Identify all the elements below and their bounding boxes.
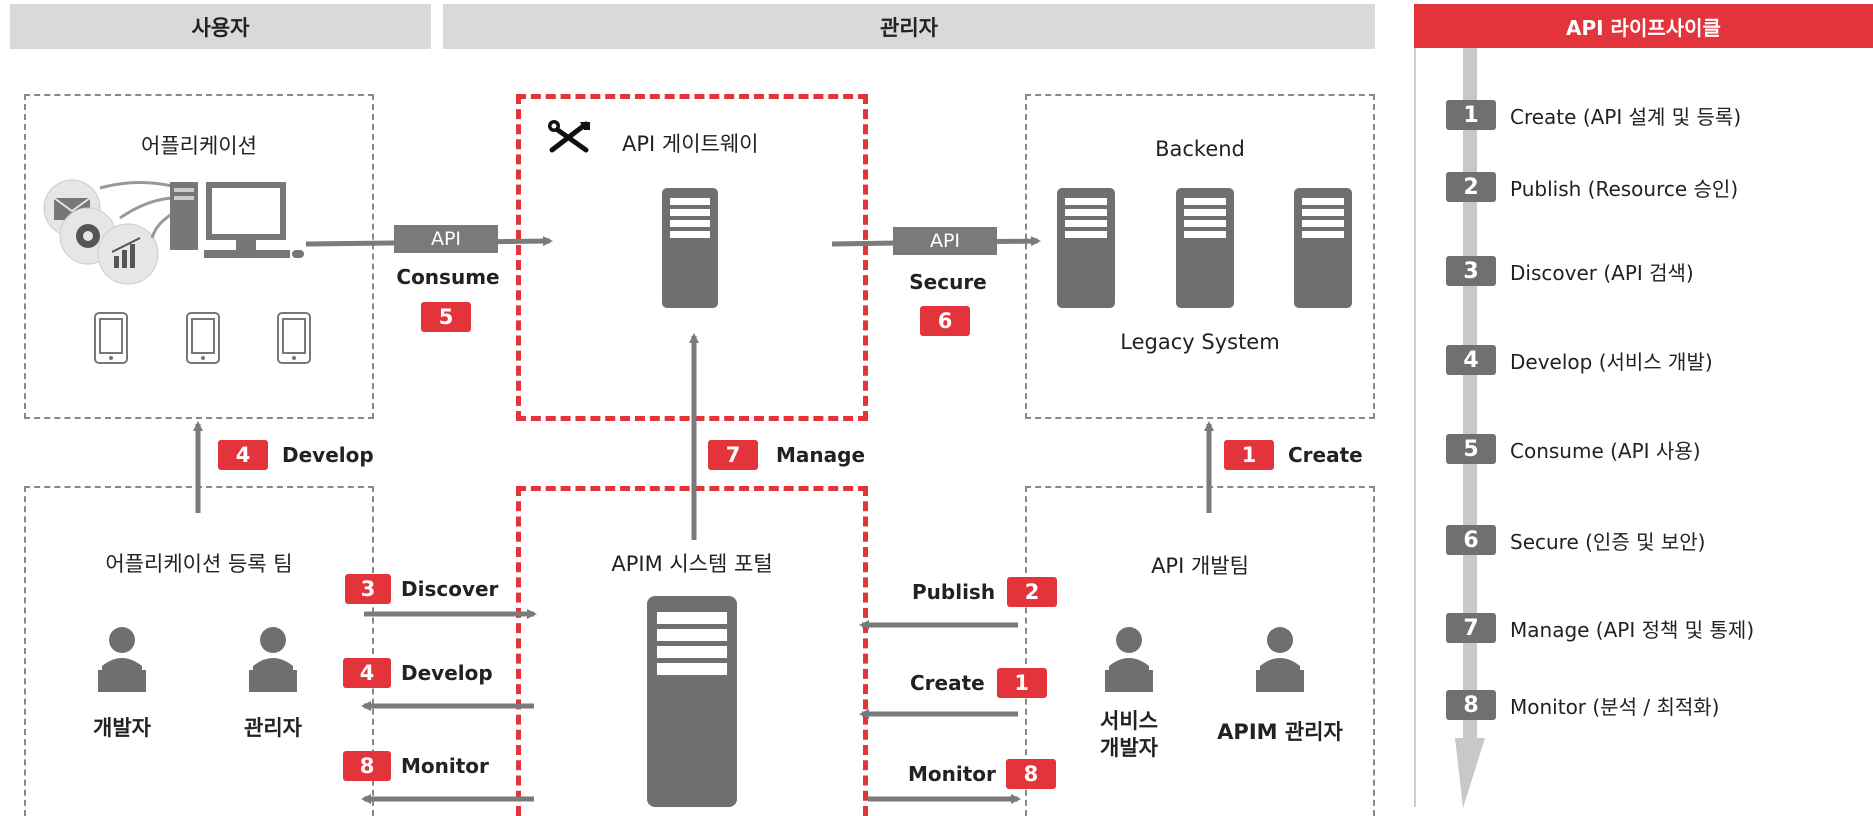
consume-badge: 5 (421, 302, 471, 332)
chart-icon (97, 223, 159, 285)
develop-up-flow: 4 Develop (218, 440, 374, 470)
api-team-box (1025, 486, 1375, 816)
monitor-left-label: Monitor (401, 754, 489, 778)
lifecycle-step: 1 Create (API 설계 및 등록) (1446, 100, 1741, 130)
consume-label: Consume (396, 265, 500, 289)
application-illustration (43, 179, 304, 285)
desktop-computer-icon (170, 182, 304, 258)
person-icon (1256, 627, 1304, 692)
legacy-system-label: Legacy System (1120, 330, 1280, 354)
header-admin: 관리자 (443, 4, 1375, 49)
step-number: 6 (1446, 525, 1496, 555)
lifecycle-panel (1414, 48, 1873, 807)
step-number: 4 (1446, 345, 1496, 375)
create-up-label: Create (1288, 443, 1363, 467)
mobile-device-icon (277, 312, 311, 364)
develop-up-badge: 4 (218, 440, 268, 470)
manage-flow: 7 Manage (708, 440, 865, 470)
portal-title: APIM 시스템 포털 (611, 552, 773, 576)
server-icon (1176, 188, 1234, 308)
develop-up-label: Develop (282, 443, 374, 467)
step-label: Discover (API 검색) (1510, 260, 1694, 285)
lifecycle-arrow (1455, 48, 1485, 808)
monitor-right-label: Monitor (908, 762, 996, 786)
step-label: Develop (서비스 개발) (1510, 349, 1713, 374)
monitor-right-badge: 8 (1005, 759, 1056, 789)
create-badge: 1 (996, 668, 1047, 698)
publish-badge: 2 (1007, 577, 1058, 607)
step-label: Publish (Resource 승인) (1510, 176, 1739, 201)
person-icon (249, 627, 297, 692)
lifecycle-step: 4 Develop (서비스 개발) (1446, 345, 1713, 375)
gateway-title: API 게이트웨이 (622, 132, 759, 156)
apim-admin-label: APIM 관리자 (1217, 720, 1343, 744)
app-team-title: 어플리케이션 등록 팀 (105, 552, 293, 576)
publish-label: Publish (912, 580, 996, 604)
header-lifecycle: API 라이프사이클 (1414, 4, 1873, 48)
discover-badge: 3 (345, 574, 391, 604)
mobile-device-icon (94, 312, 128, 364)
publish-flow: Publish 2 (912, 577, 1058, 607)
step-number: 8 (1446, 690, 1496, 720)
secure-label: Secure (909, 270, 987, 294)
service-developer-label-line1: 서비스 (1100, 709, 1158, 733)
develop-badge: 4 (343, 658, 391, 688)
server-icon (1057, 188, 1115, 308)
developer-label: 개발자 (93, 716, 151, 740)
monitor-right-flow: Monitor 8 (908, 759, 1056, 789)
discover-label: Discover (401, 577, 499, 601)
monitor-left-badge: 8 (343, 751, 391, 781)
server-icon (1294, 188, 1352, 308)
backend-box (1025, 94, 1375, 419)
service-developer-label-line2: 개발자 (1100, 736, 1158, 760)
lifecycle-step: 7 Manage (API 정책 및 통제) (1446, 613, 1754, 643)
step-number: 7 (1446, 613, 1496, 643)
step-label: Monitor (분석 / 최적화) (1510, 694, 1720, 719)
person-icon (98, 627, 146, 692)
step-label: Manage (API 정책 및 통제) (1510, 617, 1755, 642)
secure-badge: 6 (920, 306, 970, 336)
step-number: 5 (1446, 434, 1496, 464)
create-flow: Create 1 (910, 668, 1047, 698)
manager-label: 관리자 (244, 716, 302, 740)
server-icon (662, 188, 718, 308)
application-box (24, 94, 374, 419)
create-label: Create (910, 671, 985, 695)
manage-badge: 7 (708, 440, 758, 470)
create-up-flow: 1 Create (1224, 440, 1363, 470)
lifecycle-step: 2 Publish (Resource 승인) (1446, 172, 1738, 202)
mobile-device-icon (186, 312, 220, 364)
step-label: Secure (인증 및 보안) (1510, 529, 1706, 554)
server-icon (647, 596, 737, 807)
step-number: 2 (1446, 172, 1496, 202)
discover-flow: 3 Discover (345, 574, 498, 604)
lifecycle-step: 6 Secure (인증 및 보안) (1446, 525, 1705, 555)
api-tag: API (394, 225, 498, 253)
lifecycle-step: 5 Consume (API 사용) (1446, 434, 1701, 464)
lifecycle-step: 8 Monitor (분석 / 최적화) (1446, 690, 1719, 720)
lifecycle-step: 3 Discover (API 검색) (1446, 256, 1694, 286)
step-number: 1 (1446, 100, 1496, 130)
application-title: 어플리케이션 (141, 134, 257, 158)
person-icon (1105, 627, 1153, 692)
manage-label: Manage (776, 443, 866, 467)
develop-flow: 4 Develop (343, 658, 493, 688)
tools-icon (548, 120, 590, 153)
step-label: Consume (API 사용) (1510, 438, 1701, 463)
monitor-left-flow: 8 Monitor (343, 751, 489, 781)
backend-title: Backend (1155, 137, 1245, 161)
create-up-badge: 1 (1224, 440, 1274, 470)
develop-label: Develop (401, 661, 493, 685)
step-label: Create (API 설계 및 등록) (1510, 104, 1742, 129)
api-tag: API (893, 227, 997, 255)
api-team-title: API 개발팀 (1151, 554, 1249, 578)
header-user: 사용자 (10, 4, 431, 49)
step-number: 3 (1446, 256, 1496, 286)
